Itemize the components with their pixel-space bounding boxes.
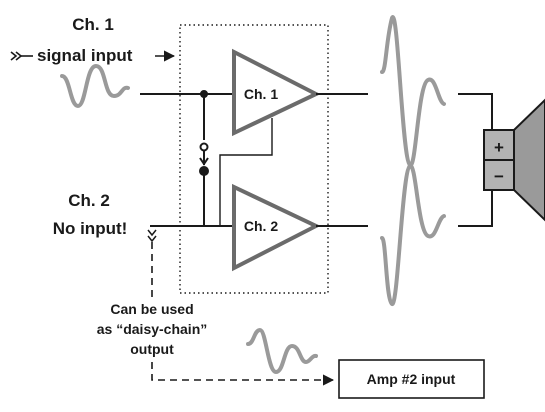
daisy-chain-caption-line2: as “daisy-chain”: [97, 321, 208, 337]
ch2-title: Ch. 2: [68, 191, 110, 210]
ch1-signal-input-label: signal input: [37, 46, 133, 65]
daisy-chain-jack-icon: [147, 229, 157, 243]
ch2-no-input-label: No input!: [53, 219, 128, 238]
ch2-amplifier: [232, 183, 321, 272]
ch2-amplifier-label: Ch. 2: [244, 218, 278, 234]
speaker-icon: [483, 98, 545, 222]
jumper-switch: [199, 90, 209, 226]
ch2-output-waveform: [380, 163, 446, 307]
ch1-title: Ch. 1: [72, 15, 114, 34]
daisy-chain-waveform: [246, 327, 318, 375]
ch1-amplifier-label: Ch. 1: [244, 86, 278, 102]
input-chevron-icon: [10, 51, 33, 61]
speaker-minus-terminal: −: [494, 167, 504, 186]
speaker-plus-terminal: +: [494, 138, 504, 157]
input-waveform: [60, 63, 130, 109]
ch1-amplifier: [232, 48, 321, 137]
amp2-input-box: [338, 359, 485, 399]
daisy-chain-wire: [151, 242, 335, 386]
daisy-label-background: [96, 297, 212, 359]
amplifier-enclosure: [179, 24, 329, 294]
amp2-input-label: Amp #2 input: [367, 371, 456, 387]
daisy-chain-caption-line1: Can be used: [110, 301, 193, 317]
daisy-chain-caption-line3: output: [130, 341, 174, 357]
ch1-output-waveform: [380, 15, 446, 168]
bridge-feedback-wire: [219, 118, 273, 226]
speaker-negative-wire: [458, 190, 493, 227]
